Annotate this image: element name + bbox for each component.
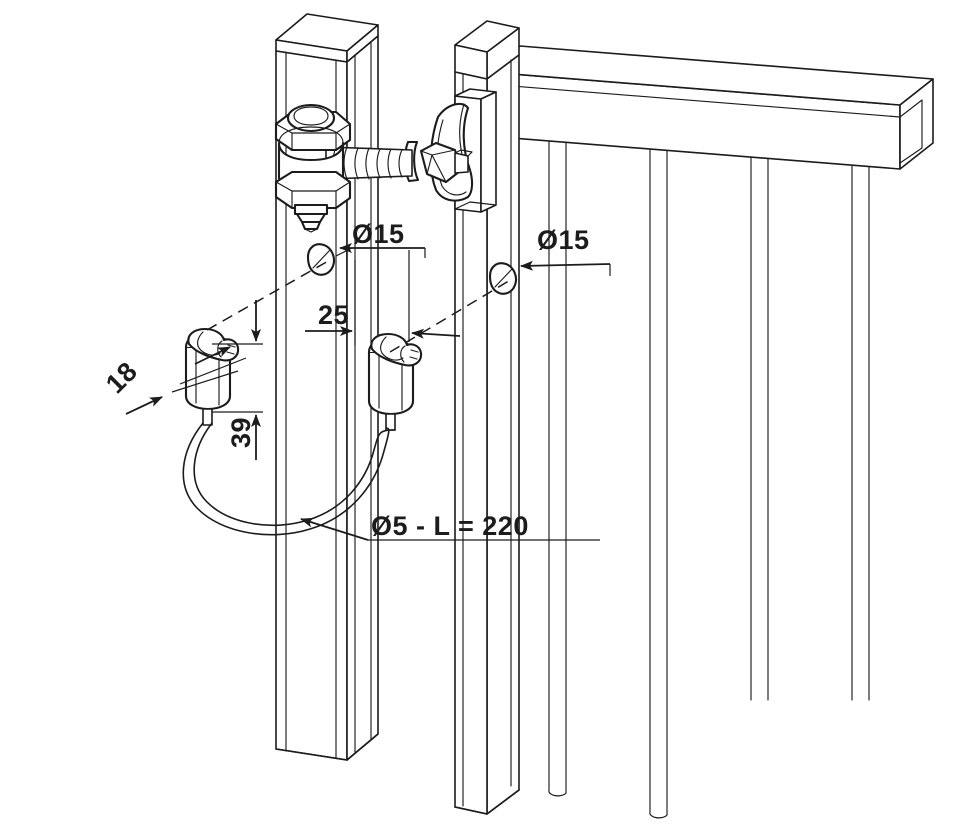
dim-39 [212,300,263,460]
dim-label-25: 25 [318,300,350,330]
dim-25 [305,250,461,345]
hinge-threaded-stem [325,146,413,180]
gate-frame-upright [454,20,520,815]
hinge-bracket [404,88,497,213]
dim-label-cable-spec: Ø5 - L = 220 [371,511,529,541]
hole-left-d15 [306,243,336,276]
dim-hole-left [206,243,426,331]
gate-top-rail [486,45,934,170]
dim-18 [125,346,247,415]
cable-lug-right [367,332,423,431]
hinge-post [275,13,379,761]
dim-hole-right [389,260,611,353]
dim-cable-spec [300,517,600,541]
dim-label-39: 39 [226,416,256,448]
dim-label-hole-left: Ø15 [352,219,405,249]
dim-label-hole-right: Ø15 [537,225,590,255]
hole-right-d15 [488,262,518,295]
hinge-body [274,103,413,233]
